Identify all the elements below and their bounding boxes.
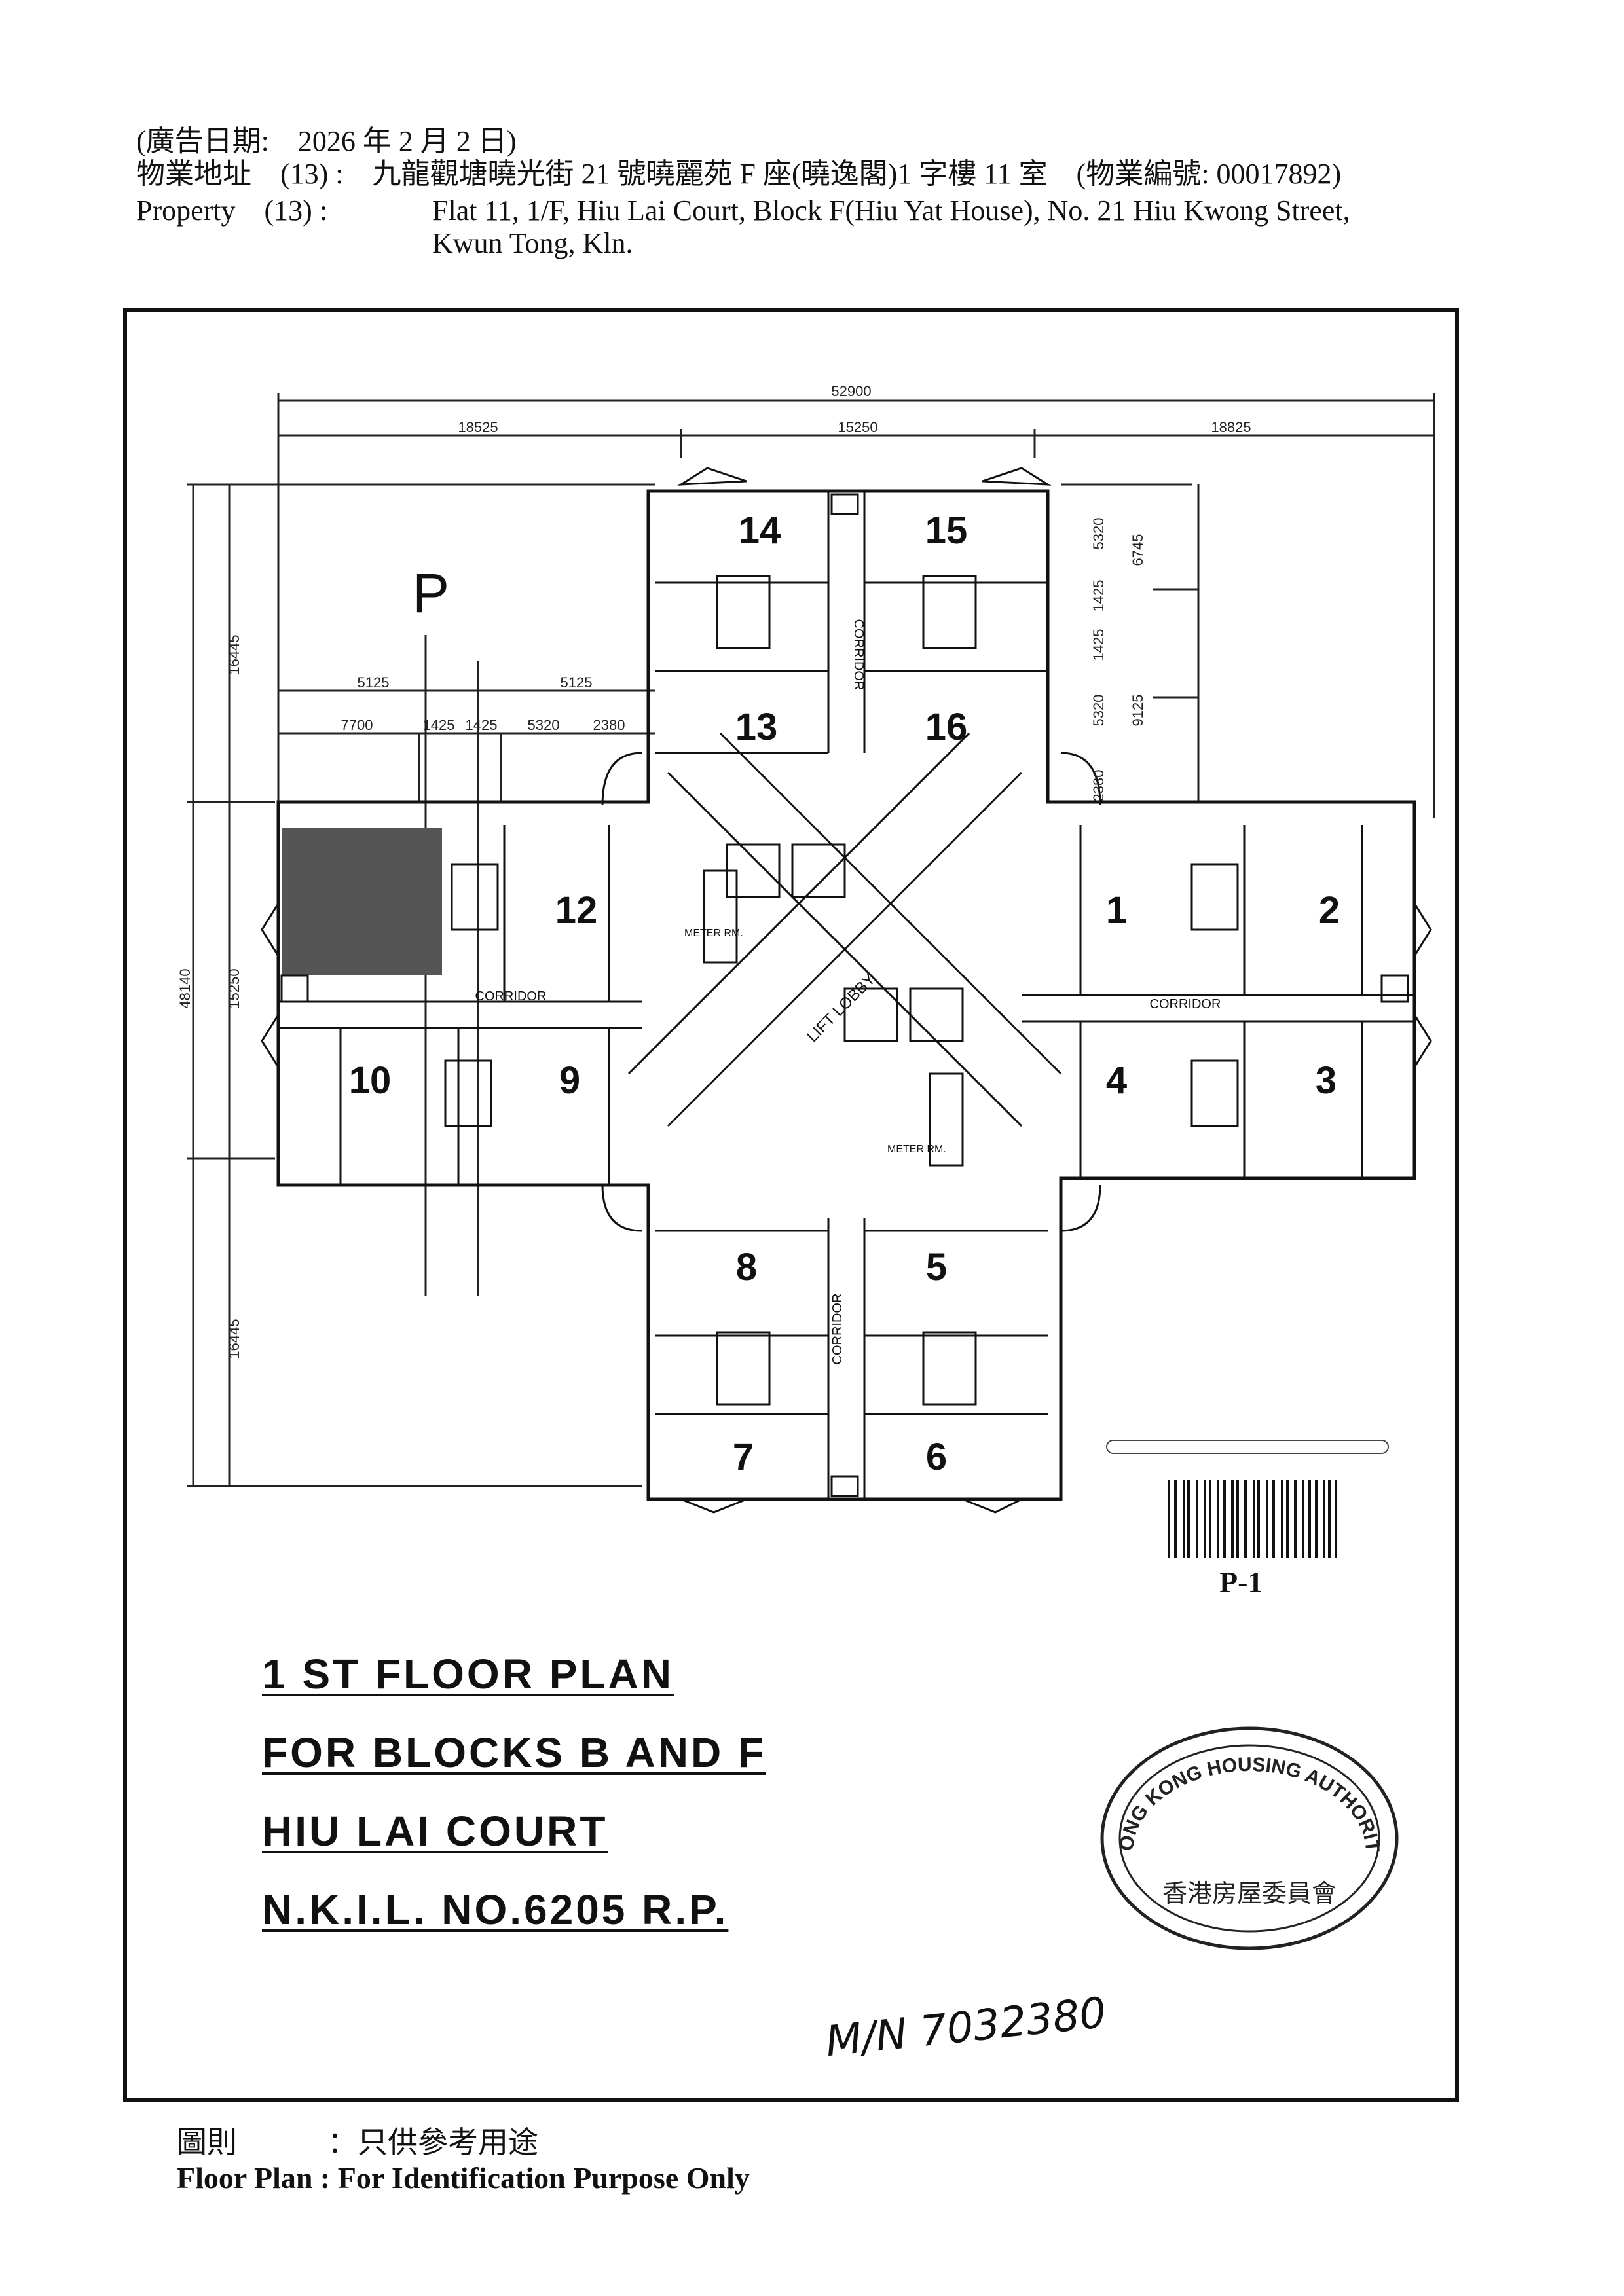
corridor-label-north: CORRIDOR: [851, 619, 866, 691]
plan-frame: [123, 308, 1459, 2102]
footer-chinese: 圖則 ：只供參考用途: [177, 2126, 538, 2159]
p-marker: P: [413, 562, 449, 624]
flat-number-9: 9: [559, 1059, 580, 1102]
barcode: [1168, 1480, 1337, 1558]
dim-right: 18825: [1211, 419, 1251, 435]
lift-lobby-label: LIFT LOBBY: [803, 970, 879, 1046]
address-chinese: 物業地址 (13) : 九龍觀塘曉光街 21 號曉麗苑 F 座(曉逸閣)1 字樓…: [136, 158, 1342, 190]
corridor-label-south: CORRIDOR: [830, 1294, 845, 1365]
meter-room-label-south: METER RM.: [887, 1144, 946, 1155]
dim-1425-b: 1425: [466, 717, 498, 733]
stamp-english-text: HONG KONG HOUSING AUTHORITY: [0, 0, 1383, 1853]
dim-6745: 6745: [1130, 534, 1146, 566]
plan-title-line2: FOR BLOCKS B AND F: [262, 1729, 767, 1776]
page-reference: P-1: [1219, 1565, 1263, 1599]
flat-number-13: 13: [735, 706, 778, 748]
flat-number-12: 12: [555, 889, 598, 932]
flat-number-10: 10: [349, 1059, 392, 1102]
housing-authority-stamp: HONG KONG HOUSING AUTHORITY 香港房屋委員會: [0, 0, 1399, 1950]
dim-1425-c: 1425: [1090, 580, 1107, 612]
dim-48140: 48140: [177, 968, 193, 1008]
dim-16445-bottom: 16445: [226, 1319, 242, 1358]
flat-number-7: 7: [733, 1436, 754, 1478]
flat-number-6: 6: [926, 1436, 947, 1478]
flat-number-14: 14: [739, 509, 781, 552]
dim-2380-h: 2380: [593, 717, 625, 733]
plan-title-line1: 1 ST FLOOR PLAN: [262, 1650, 674, 1698]
dim-5320-b: 5320: [1090, 695, 1107, 727]
ad-date: (廣告日期: 2026 年 2 月 2 日): [136, 125, 517, 157]
flat-number-4: 4: [1106, 1059, 1127, 1102]
dim-mid: 15250: [838, 419, 877, 435]
svg-text:HONG KONG HOUSING AUTHORITY: HONG KONG HOUSING AUTHORITY: [0, 0, 1383, 1853]
corridor-label-east: CORRIDOR: [1150, 997, 1221, 1011]
flat-number-2: 2: [1319, 889, 1340, 932]
dim-1425-a: 1425: [423, 717, 455, 733]
footer-english: Floor Plan : For Identification Purpose …: [177, 2161, 750, 2195]
plan-title-line4: N.K.I.L. NO.6205 R.P.: [262, 1886, 729, 1933]
flat-number-5: 5: [926, 1246, 947, 1288]
dim-left: 18525: [458, 419, 498, 435]
plan-title-line3: HIU LAI COURT: [262, 1808, 608, 1855]
dim-1425-d: 1425: [1090, 629, 1107, 661]
flat-number-1: 1: [1106, 889, 1127, 932]
dim-overall: 52900: [831, 383, 871, 399]
stamp-chinese-text: 香港房屋委員會: [1162, 1879, 1337, 1908]
dim-15250-vertical: 15250: [226, 968, 242, 1008]
address-english-line2: Kwun Tong, Kln.: [432, 227, 633, 259]
dim-2380-v: 2380: [1090, 770, 1107, 802]
meter-room-label-west: METER RM.: [684, 928, 743, 939]
dim-9125: 9125: [1130, 695, 1146, 727]
property-label: Property (13) :: [136, 194, 328, 227]
corridor-label-west: CORRIDOR: [475, 989, 547, 1004]
dim-7700: 7700: [341, 717, 373, 733]
dim-5125-b: 5125: [561, 674, 593, 691]
flat-number-16: 16: [925, 706, 968, 748]
flat-number-3: 3: [1316, 1059, 1337, 1102]
dim-5320-h: 5320: [528, 717, 560, 733]
flat-number-8: 8: [736, 1246, 757, 1288]
dim-5125-a: 5125: [358, 674, 390, 691]
flat-number-15: 15: [925, 509, 968, 552]
address-english-line1: Flat 11, 1/F, Hiu Lai Court, Block F(Hiu…: [432, 194, 1350, 227]
dim-16445-top: 16445: [226, 634, 242, 674]
dim-5320-a: 5320: [1090, 518, 1107, 550]
